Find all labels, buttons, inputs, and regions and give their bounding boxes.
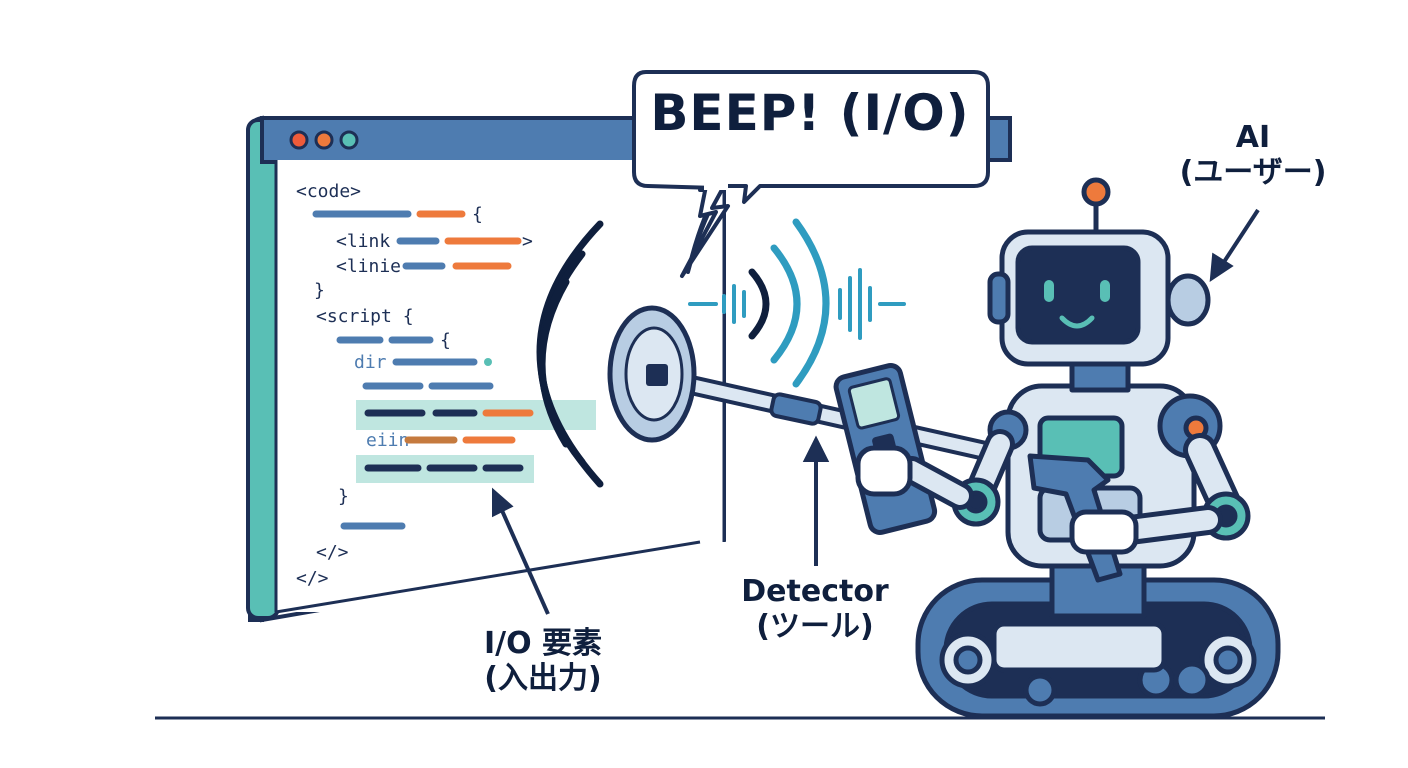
robot [855,177,1281,719]
window-dot-red [289,130,309,150]
speech-bubble-text: BEEP! (I/O) [650,84,970,142]
io-label-line2: (入出力) [484,661,602,697]
detector-label-line2: (ツール) [756,609,874,645]
code-token: </> [316,542,349,563]
window-dot-teal [339,130,359,150]
code-token: dir [354,352,387,373]
detector-label-line1: Detector [741,574,889,609]
arrow-detector [802,435,830,566]
code-token: } [338,486,349,507]
detector-label: Detector (ツール) [720,574,910,645]
arrow-ai [1209,208,1260,282]
code-token: > [522,231,533,252]
window-dot-orange [314,130,334,150]
arrow-io-element [492,487,550,615]
code-token: eiin [366,430,409,451]
code-token: <linie [336,256,401,277]
signal-waves-right [688,218,906,388]
ai-label-line2: (ユーザー) [1179,155,1327,191]
code-window: <code> { <link > <linie } <script { { di… [246,115,1012,623]
io-element-label: I/O 要素 (入出力) [458,626,628,697]
ai-label: AI (ユーザー) [1168,120,1338,191]
robot-face-screen [1015,245,1141,345]
io-label-line1: I/O 要素 [483,626,603,661]
code-token: { [440,330,451,351]
speech-bubble [632,70,990,278]
code-token: <script { [316,306,414,327]
code-token: </> [296,568,329,589]
ai-label-line1: AI [1235,120,1271,155]
robot-treads [915,577,1281,719]
code-token: } [314,280,325,301]
code-token: <link [336,231,390,252]
robot-antenna [1081,177,1111,207]
signal-waves-left [536,220,604,488]
code-token: <code> [296,181,361,202]
code-token: { [472,204,483,225]
